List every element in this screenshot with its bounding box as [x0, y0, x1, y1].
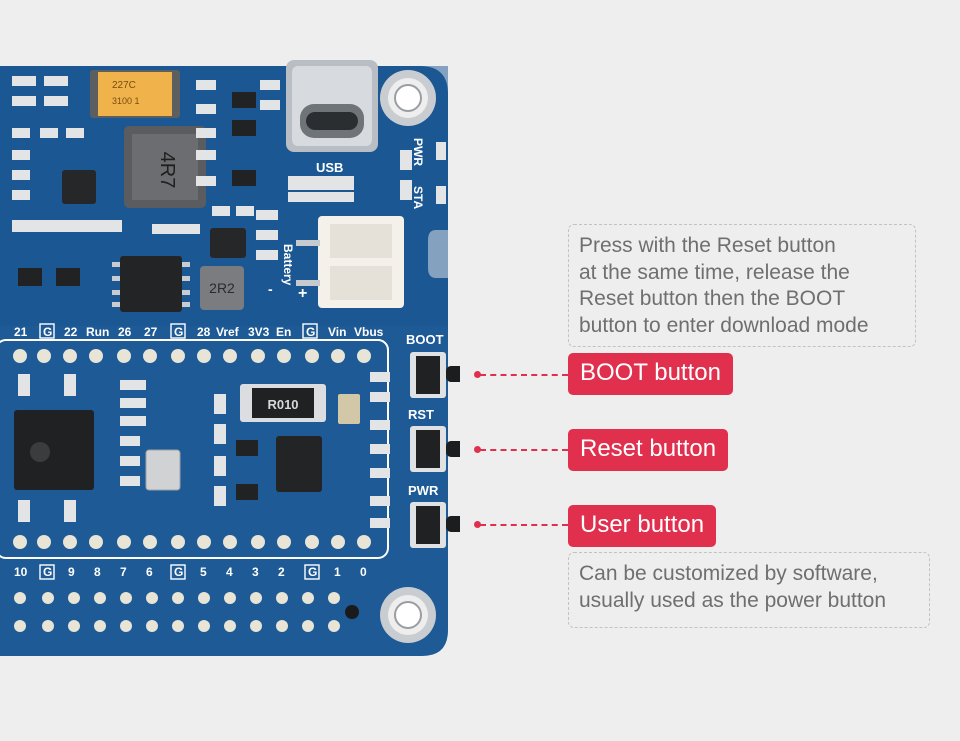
boot-button-callout: BOOT button — [568, 353, 733, 395]
boot-leader-dot — [474, 371, 481, 378]
svg-text:27: 27 — [144, 325, 158, 339]
svg-text:G: G — [43, 565, 52, 579]
svg-text:G: G — [43, 325, 52, 339]
svg-text:3100 1: 3100 1 — [112, 96, 140, 106]
header-pads-bottom — [13, 535, 371, 549]
svg-text:G: G — [306, 325, 315, 339]
user-button-callout: User button — [568, 505, 717, 547]
rp2040-chip — [14, 410, 94, 490]
sot23-transistors — [18, 92, 256, 286]
smd-components-lower — [18, 372, 390, 528]
usb-label: USB — [316, 160, 343, 175]
boot-leader-line — [480, 374, 568, 376]
pwr-led-label: PWR — [411, 138, 425, 166]
svg-text:6: 6 — [146, 565, 153, 579]
boot-note-line: Reset button then the BOOT — [579, 287, 846, 310]
svg-text:G: G — [174, 325, 183, 339]
reset-leader-dot — [474, 446, 481, 453]
mark-hole — [345, 605, 359, 619]
svg-text:5: 5 — [200, 565, 207, 579]
svg-text:8: 8 — [94, 565, 101, 579]
svg-text:G: G — [174, 565, 183, 579]
gpio-header-rows — [14, 592, 340, 632]
boot-note-line: button to enter download mode — [579, 313, 869, 337]
svg-text:26: 26 — [118, 325, 132, 339]
pcb-board-illustration: 227C 3100 1 4R7 2R2 — [0, 0, 476, 736]
user-note-line: usually used as the power button — [579, 588, 887, 612]
sot23-lower — [236, 440, 258, 500]
svg-text:Run: Run — [86, 325, 109, 339]
svg-text:3V3: 3V3 — [248, 325, 270, 339]
sta-led-label: STA — [411, 186, 425, 209]
rst-silk-label: RST — [408, 407, 434, 422]
boot-silk-label: BOOT — [406, 332, 444, 347]
svg-text:4: 4 — [226, 565, 233, 579]
svg-text:2: 2 — [278, 565, 285, 579]
pwr-button-part — [410, 502, 476, 548]
usb-c-connector — [286, 60, 378, 152]
pin-labels-bottom: 10 G 9 8 7 6 G 5 4 3 2 G 1 0 — [14, 564, 367, 580]
boot-note: Press with the Reset button at the same … — [568, 224, 916, 347]
boot-button-part — [410, 352, 476, 398]
svg-text:21: 21 — [14, 325, 28, 339]
svg-text:2R2: 2R2 — [209, 280, 235, 296]
reset-leader-line — [480, 449, 568, 451]
svg-text:G: G — [308, 565, 317, 579]
mounting-hole-bottom — [380, 587, 436, 643]
svg-text:Vbus: Vbus — [354, 325, 384, 339]
pwr-silk-label: PWR — [408, 483, 439, 498]
smd-components — [12, 76, 446, 260]
svg-text:4R7: 4R7 — [156, 152, 178, 189]
qfn-chip-mid — [210, 228, 246, 258]
pin-labels-top: 21 G 22 Run 26 27 G 28 Vref 3V3 En G Vin… — [14, 323, 384, 339]
svg-text:22: 22 — [64, 325, 78, 339]
svg-text:28: 28 — [197, 325, 211, 339]
svg-text:1: 1 — [334, 565, 341, 579]
boot-note-line: at the same time, release the — [579, 260, 850, 284]
battery-connector — [296, 216, 404, 308]
svg-text:Vin: Vin — [328, 325, 346, 339]
svg-text:R010: R010 — [267, 397, 298, 412]
mounting-hole-top — [380, 70, 436, 126]
battery-label: Battery — [281, 244, 295, 286]
svg-text:9: 9 — [68, 565, 75, 579]
boot-note-line: Press with the Reset button — [579, 234, 836, 257]
inductor-4r7: 4R7 — [124, 126, 206, 208]
svg-text:3: 3 — [252, 565, 259, 579]
svg-text:0: 0 — [360, 565, 367, 579]
user-leader-line — [480, 524, 568, 526]
plus-sign: + — [298, 285, 307, 302]
qfn-chip-small — [62, 170, 96, 204]
shunt-resistor: R010 — [240, 384, 326, 422]
soic-chip-left — [112, 256, 190, 312]
svg-text:10: 10 — [14, 565, 28, 579]
user-note: Can be customized by software, usually u… — [568, 552, 930, 628]
header-pads-top — [13, 349, 371, 363]
user-note-line: Can be customized by software, — [579, 562, 878, 585]
svg-text:227C: 227C — [112, 80, 136, 91]
tantalum-capacitor: 227C 3100 1 — [90, 70, 180, 118]
pcb-board-svg: 227C 3100 1 4R7 2R2 — [0, 60, 476, 656]
svg-text:Vref: Vref — [216, 325, 240, 339]
minus-sign: - — [268, 281, 273, 297]
svg-text:7: 7 — [120, 565, 127, 579]
user-leader-dot — [474, 521, 481, 528]
inductor-2r2: 2R2 — [200, 266, 244, 310]
reset-button-callout: Reset button — [568, 429, 729, 471]
svg-text:En: En — [276, 325, 291, 339]
sense-chip — [276, 436, 322, 492]
rst-button-part — [410, 426, 476, 472]
small-cap — [338, 394, 360, 424]
crystal — [145, 449, 181, 491]
